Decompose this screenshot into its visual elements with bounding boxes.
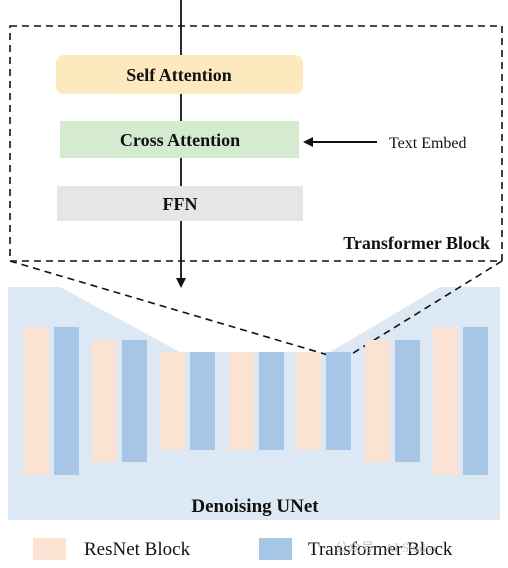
unet-transformer-block <box>463 327 488 475</box>
unet-transformer-block-highlighted <box>326 352 351 450</box>
unet-title: Denoising UNet <box>191 496 319 517</box>
unet-bowtie-bottom-cutout <box>8 520 500 530</box>
unet-resnet-block <box>365 340 390 462</box>
watermark: 公众号 · AI Studio <box>335 540 436 555</box>
unet-transformer-block <box>54 327 79 475</box>
ffn-box <box>57 186 303 221</box>
legend-transformer-swatch <box>259 538 292 560</box>
unet-bowtie-top-cutout <box>8 262 500 352</box>
unet-resnet-block <box>24 327 49 475</box>
unet-blocks <box>24 327 488 475</box>
unet-resnet-block <box>433 327 458 475</box>
unet-transformer-block <box>395 340 420 462</box>
unet-transformer-block <box>259 352 284 450</box>
text-embed-label: Text Embed <box>389 135 467 152</box>
zoom-line-left <box>9 260 329 356</box>
unet-resnet-block <box>296 352 321 450</box>
unet-resnet-block <box>229 352 254 450</box>
unet-resnet-block <box>92 340 117 462</box>
self-attention-label: Self Attention <box>126 65 232 85</box>
transformer-block-title: Transformer Block <box>343 233 490 253</box>
cross-attention-label: Cross Attention <box>120 130 240 150</box>
cross-attention-box <box>60 121 299 158</box>
legend-resnet-label: ResNet Block <box>84 539 191 560</box>
unet-transformer-block <box>122 340 147 462</box>
ffn-label: FFN <box>163 194 198 214</box>
unet-transformer-block <box>190 352 215 450</box>
unet-resnet-block <box>160 352 185 450</box>
zoom-line-right <box>349 260 503 356</box>
legend-transformer-label: Transformer Block <box>308 539 453 560</box>
self-attention-box <box>56 55 303 94</box>
legend-resnet-swatch <box>33 538 66 560</box>
